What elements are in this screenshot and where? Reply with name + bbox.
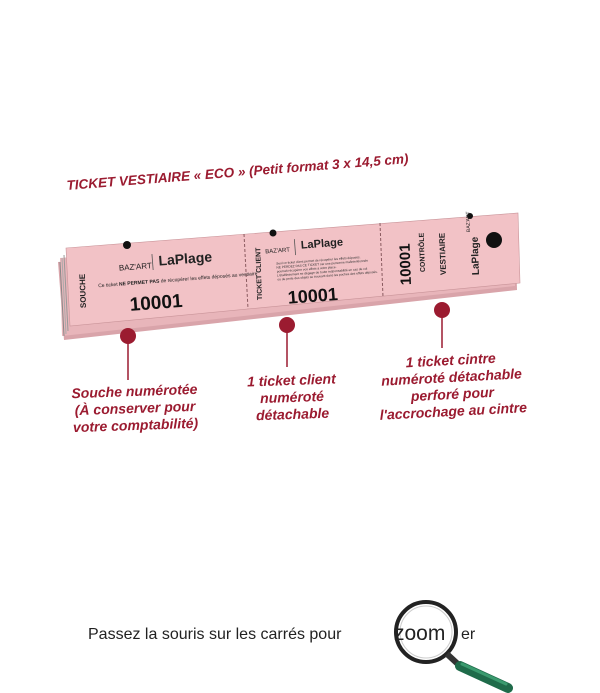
callout-pin-client bbox=[279, 317, 295, 367]
perforation-1 bbox=[243, 233, 249, 310]
client-fine-print: Seul ce ticket client permet de récupére… bbox=[276, 255, 378, 282]
stub-brand: BAZ'ART bbox=[119, 261, 153, 273]
hanger-logo: LaPlage bbox=[470, 236, 482, 275]
ticket-binding bbox=[59, 254, 69, 337]
stub-number: 10001 bbox=[129, 291, 184, 316]
client-logo-divider bbox=[293, 239, 296, 256]
hanger-hole bbox=[486, 232, 502, 248]
callout-client: 1 ticket client numéroté détachable bbox=[231, 370, 353, 425]
ticket-top-sheet bbox=[65, 212, 521, 327]
fine-print-line: NE PERDEZ PAS CE TICKET car une personne… bbox=[276, 259, 368, 270]
client-brand: BAZ'ART bbox=[265, 247, 290, 255]
magnifier-icon[interactable] bbox=[380, 598, 520, 693]
client-logo: LaPlage bbox=[300, 236, 343, 251]
zoom-hint-text: Passez la souris sur les carrés pour bbox=[88, 626, 342, 643]
fine-print-line: L'établissement se dégage de toute respo… bbox=[277, 267, 368, 278]
stub-label: SOUCHE bbox=[78, 273, 88, 308]
hanger-logo-dot bbox=[467, 213, 473, 219]
fine-print-line: pourrait récupérer vos effets à votre pl… bbox=[277, 265, 337, 274]
client-label: TICKET CLIENT bbox=[255, 247, 264, 300]
zoom-hint-suffix: er bbox=[461, 626, 476, 643]
stub-logo-dot bbox=[123, 241, 131, 249]
client-number: 10001 bbox=[287, 284, 338, 308]
hanger-number: 10001 bbox=[397, 243, 415, 285]
control-label: CONTRÔLE bbox=[417, 232, 427, 272]
stub-logo: LaPlage bbox=[158, 248, 213, 268]
callout-stub: Souche numérotée (À conserver pour votre… bbox=[59, 380, 211, 436]
callout-pin-hanger bbox=[434, 302, 450, 348]
perforation-2 bbox=[379, 222, 384, 298]
callout-hanger: 1 ticket cintre numéroté détachable perf… bbox=[360, 347, 543, 424]
hanger-brand: BAZ'ART bbox=[465, 211, 472, 232]
client-logo-dot bbox=[269, 229, 277, 237]
stub-logo-divider bbox=[151, 254, 154, 271]
zoom-word: zoom bbox=[394, 622, 446, 645]
cloakroom-label: VESTIAIRE bbox=[438, 232, 448, 275]
fine-print-line: ou de perte des objets se trouvant dans … bbox=[277, 270, 378, 282]
callout-pin-stub bbox=[120, 328, 136, 380]
fine-print-line: Seul ce ticket client permet de récupére… bbox=[276, 255, 361, 265]
